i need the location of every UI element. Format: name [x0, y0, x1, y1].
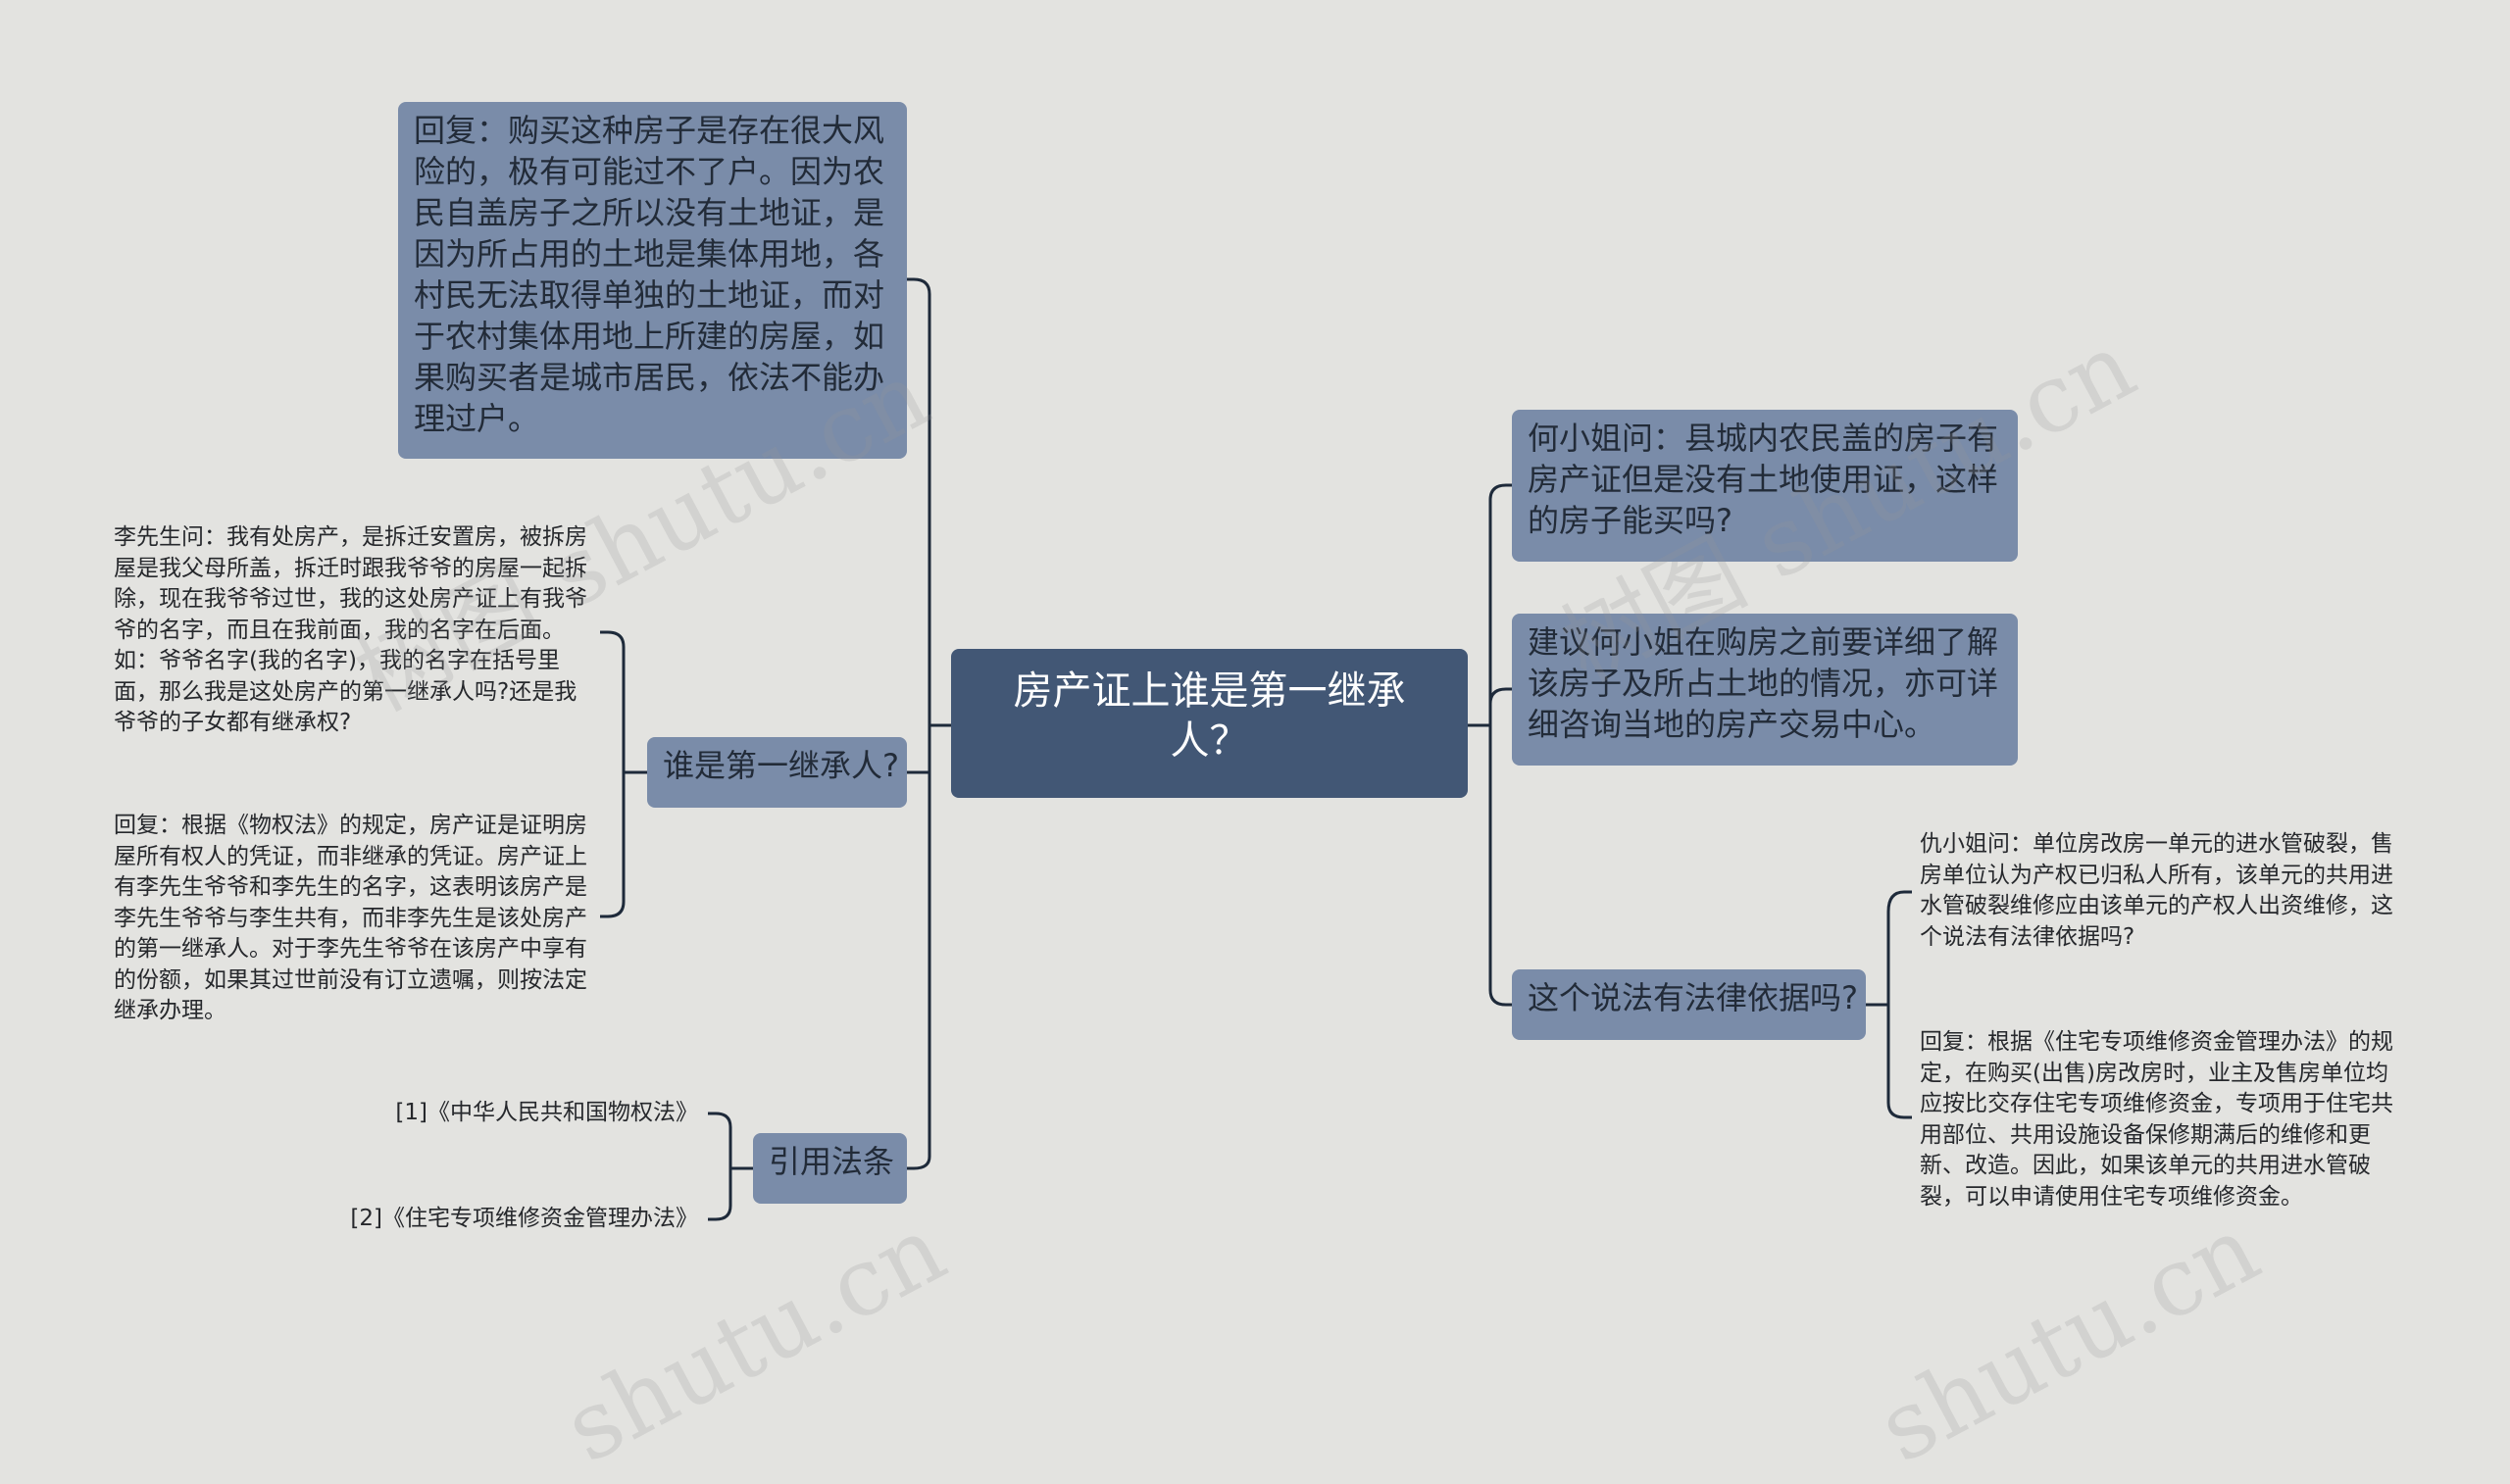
- connector-lines: [600, 277, 1912, 1221]
- connector-heir-question: [600, 630, 626, 648]
- connector-legal-reply: [1886, 1102, 1912, 1119]
- heir-reply-text: 回复：根据《物权法》的规定，房产证是证明房屋所有权人的凭证，而非继承的凭证。房产…: [114, 811, 594, 1027]
- law-topic[interactable]: 引用法条: [753, 1133, 907, 1204]
- law-reference-1: [1]《中华人民共和国物权法》: [294, 1098, 698, 1129]
- he-advice-box[interactable]: 建议何小姐在购房之前要详细了解该房子及所占土地的情况，亦可详细咨询当地的房产交易…: [1512, 614, 2018, 766]
- law-reference-2-text: [2]《住宅专项维修资金管理办法》: [350, 1206, 698, 1231]
- qiu-reply-content: 回复：根据《住宅专项维修资金管理办法》的规定，在购买(出售)房改房时，业主及售房…: [1920, 1029, 2393, 1210]
- heir-question-text: 李先生问：我有处房产，是拆迁安置房，被拆房屋是我父母所盖，拆迁时跟我爷爷的房屋一…: [114, 522, 594, 739]
- heir-topic-text: 谁是第一继承人?: [663, 747, 899, 784]
- qiu-question-content: 仇小姐问：单位房改房一单元的进水管破裂，售房单位认为产权已归私人所有，该单元的共…: [1920, 831, 2393, 950]
- law-reference-2: [2]《住宅专项维修资金管理办法》: [294, 1204, 698, 1235]
- connector-right-he-a: [1488, 687, 1512, 705]
- he-question-box[interactable]: 何小姐问：县城内农民盖的房子有房产证但是没有土地使用证，这样的房子能买吗?: [1512, 410, 2018, 562]
- mind-map-canvas: 房产证上谁是第一继承人？ 回复：购买这种房子是存在很大风险的，极有可能过不了户。…: [114, 102, 2400, 1484]
- connector-right-legal: [1488, 989, 1512, 1007]
- root-topic[interactable]: 房产证上谁是第一继承人？: [951, 649, 1468, 798]
- law-reference-1-text: [1]《中华人民共和国物权法》: [395, 1100, 698, 1125]
- connector-law-2: [708, 1205, 732, 1221]
- left-reply-box[interactable]: 回复：购买这种房子是存在很大风险的，极有可能过不了户。因为农民自盖房子之所以没有…: [398, 102, 907, 459]
- heir-reply-content: 回复：根据《物权法》的规定，房产证是证明房屋所有权人的凭证，而非继承的凭证。房产…: [114, 813, 587, 1023]
- heir-question-content: 李先生问：我有处房产，是拆迁安置房，被拆房屋是我父母所盖，拆迁时跟我爷爷的房屋一…: [114, 524, 587, 735]
- connector-right-he-q: [1488, 483, 1512, 501]
- connector-law-1: [708, 1112, 732, 1128]
- heir-topic[interactable]: 谁是第一继承人?: [647, 737, 907, 808]
- connector-left-law: [907, 1156, 931, 1170]
- connector-legal-question: [1886, 890, 1912, 913]
- law-topic-text: 引用法条: [769, 1143, 895, 1180]
- qiu-question-text: 仇小姐问：单位房改房一单元的进水管破裂，售房单位认为产权已归私人所有，该单元的共…: [1920, 829, 2400, 953]
- he-advice-text: 建议何小姐在购房之前要详细了解该房子及所占土地的情况，亦可详细咨询当地的房产交易…: [1528, 623, 1999, 743]
- he-question-text: 何小姐问：县城内农民盖的房子有房产证但是没有土地使用证，这样的房子能买吗?: [1528, 420, 1999, 539]
- connector-left-reply: [907, 277, 931, 295]
- legal-basis-topic[interactable]: 这个说法有法律依据吗?: [1512, 969, 1866, 1040]
- left-reply-text: 回复：购买这种房子是存在很大风险的，极有可能过不了户。因为农民自盖房子之所以没有…: [414, 112, 885, 437]
- qiu-reply-text: 回复：根据《住宅专项维修资金管理办法》的规定，在购买(出售)房改房时，业主及售房…: [1920, 1027, 2400, 1212]
- legal-basis-topic-text: 这个说法有法律依据吗?: [1528, 979, 1858, 1016]
- connector-heir-reply: [600, 901, 626, 918]
- root-topic-text: 房产证上谁是第一继承人？: [1013, 668, 1406, 764]
